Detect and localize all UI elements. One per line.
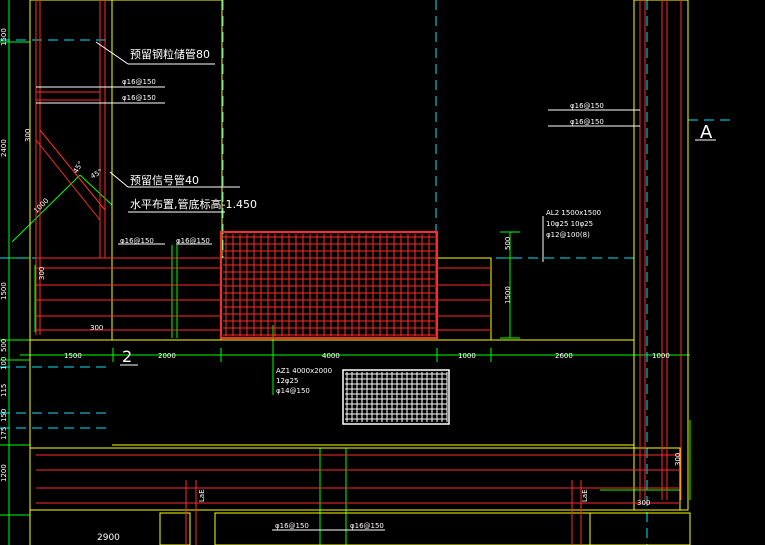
az1-bars: 12φ25 [276,377,298,385]
al2-title: AL2 1500x1500 [546,209,601,217]
ann-rebar-3: φ16@150 [120,237,154,245]
ann-rebar-8: φ16@150 [350,522,384,530]
section-mesh-symbol [342,369,450,425]
rebar-lines [35,0,682,545]
dim-1000-a: 1000 [458,352,476,360]
ann-rebar-2: φ16@150 [122,94,156,102]
dim-1500-right: 1500 [504,286,512,304]
dim-300-c: 300 [674,453,682,466]
diagonal-dim-1000: 1000 [32,197,50,215]
lae-1: LaE [198,489,206,502]
vdim-175: 175 [0,427,8,440]
al2-stirrups: φ12@100(8) [546,231,590,239]
ann-rebar-4: φ16@150 [176,237,210,245]
note-pipe-elevation: 水平布置,管底标高-1.450 [130,197,257,211]
vdim-100: 100 [0,357,8,370]
vdim-300-left: 300 [24,129,32,142]
lae-2: LaE [581,489,589,502]
ann-rebar-5: φ16@150 [570,102,604,110]
axis-label-a: A [700,122,713,143]
ann-rebar-7: φ16@150 [275,522,309,530]
dim-500: 500 [504,237,512,250]
vdim-1200: 1200 [0,464,8,482]
angle-45-b: 45° [89,168,104,181]
vdim-500: 500 [0,339,8,352]
dim-1500: 1500 [64,352,82,360]
vdim-1500-top: 1500 [0,28,8,46]
leader-lines [36,41,716,531]
ann-rebar-6: φ16@150 [570,118,604,126]
az1-title: AZ1 4000x2000 [276,367,332,375]
az1-stirrups: φ14@150 [276,387,310,395]
ann-rebar-1: φ16@150 [122,78,156,86]
vdim-115: 115 [0,384,8,397]
dim-2000: 2000 [158,352,176,360]
vdim-150: 150 [0,409,8,422]
dim-300-d: 300 [38,267,46,280]
al2-bars: 10φ25 10φ25 [546,220,593,228]
dimension-lines [0,0,691,545]
vdim-2400: 2400 [0,139,8,157]
dim-2900: 2900 [97,533,120,543]
note-embed-pipe: 预留钢粒储管80 [130,47,210,61]
dim-1500-vertical: 1500 [0,282,8,300]
angle-45-a: 45° [72,160,85,175]
axis-label-2: 2 [122,347,132,366]
dim-2600: 2600 [555,352,573,360]
dim-300-b: 300 [637,499,650,507]
az1-column-cage [220,231,438,339]
note-embed-signal: 预留信号管40 [130,173,199,187]
dim-1000-b: 1000 [652,352,670,360]
dim-4000: 4000 [322,352,340,360]
dim-300-a: 300 [90,324,103,332]
